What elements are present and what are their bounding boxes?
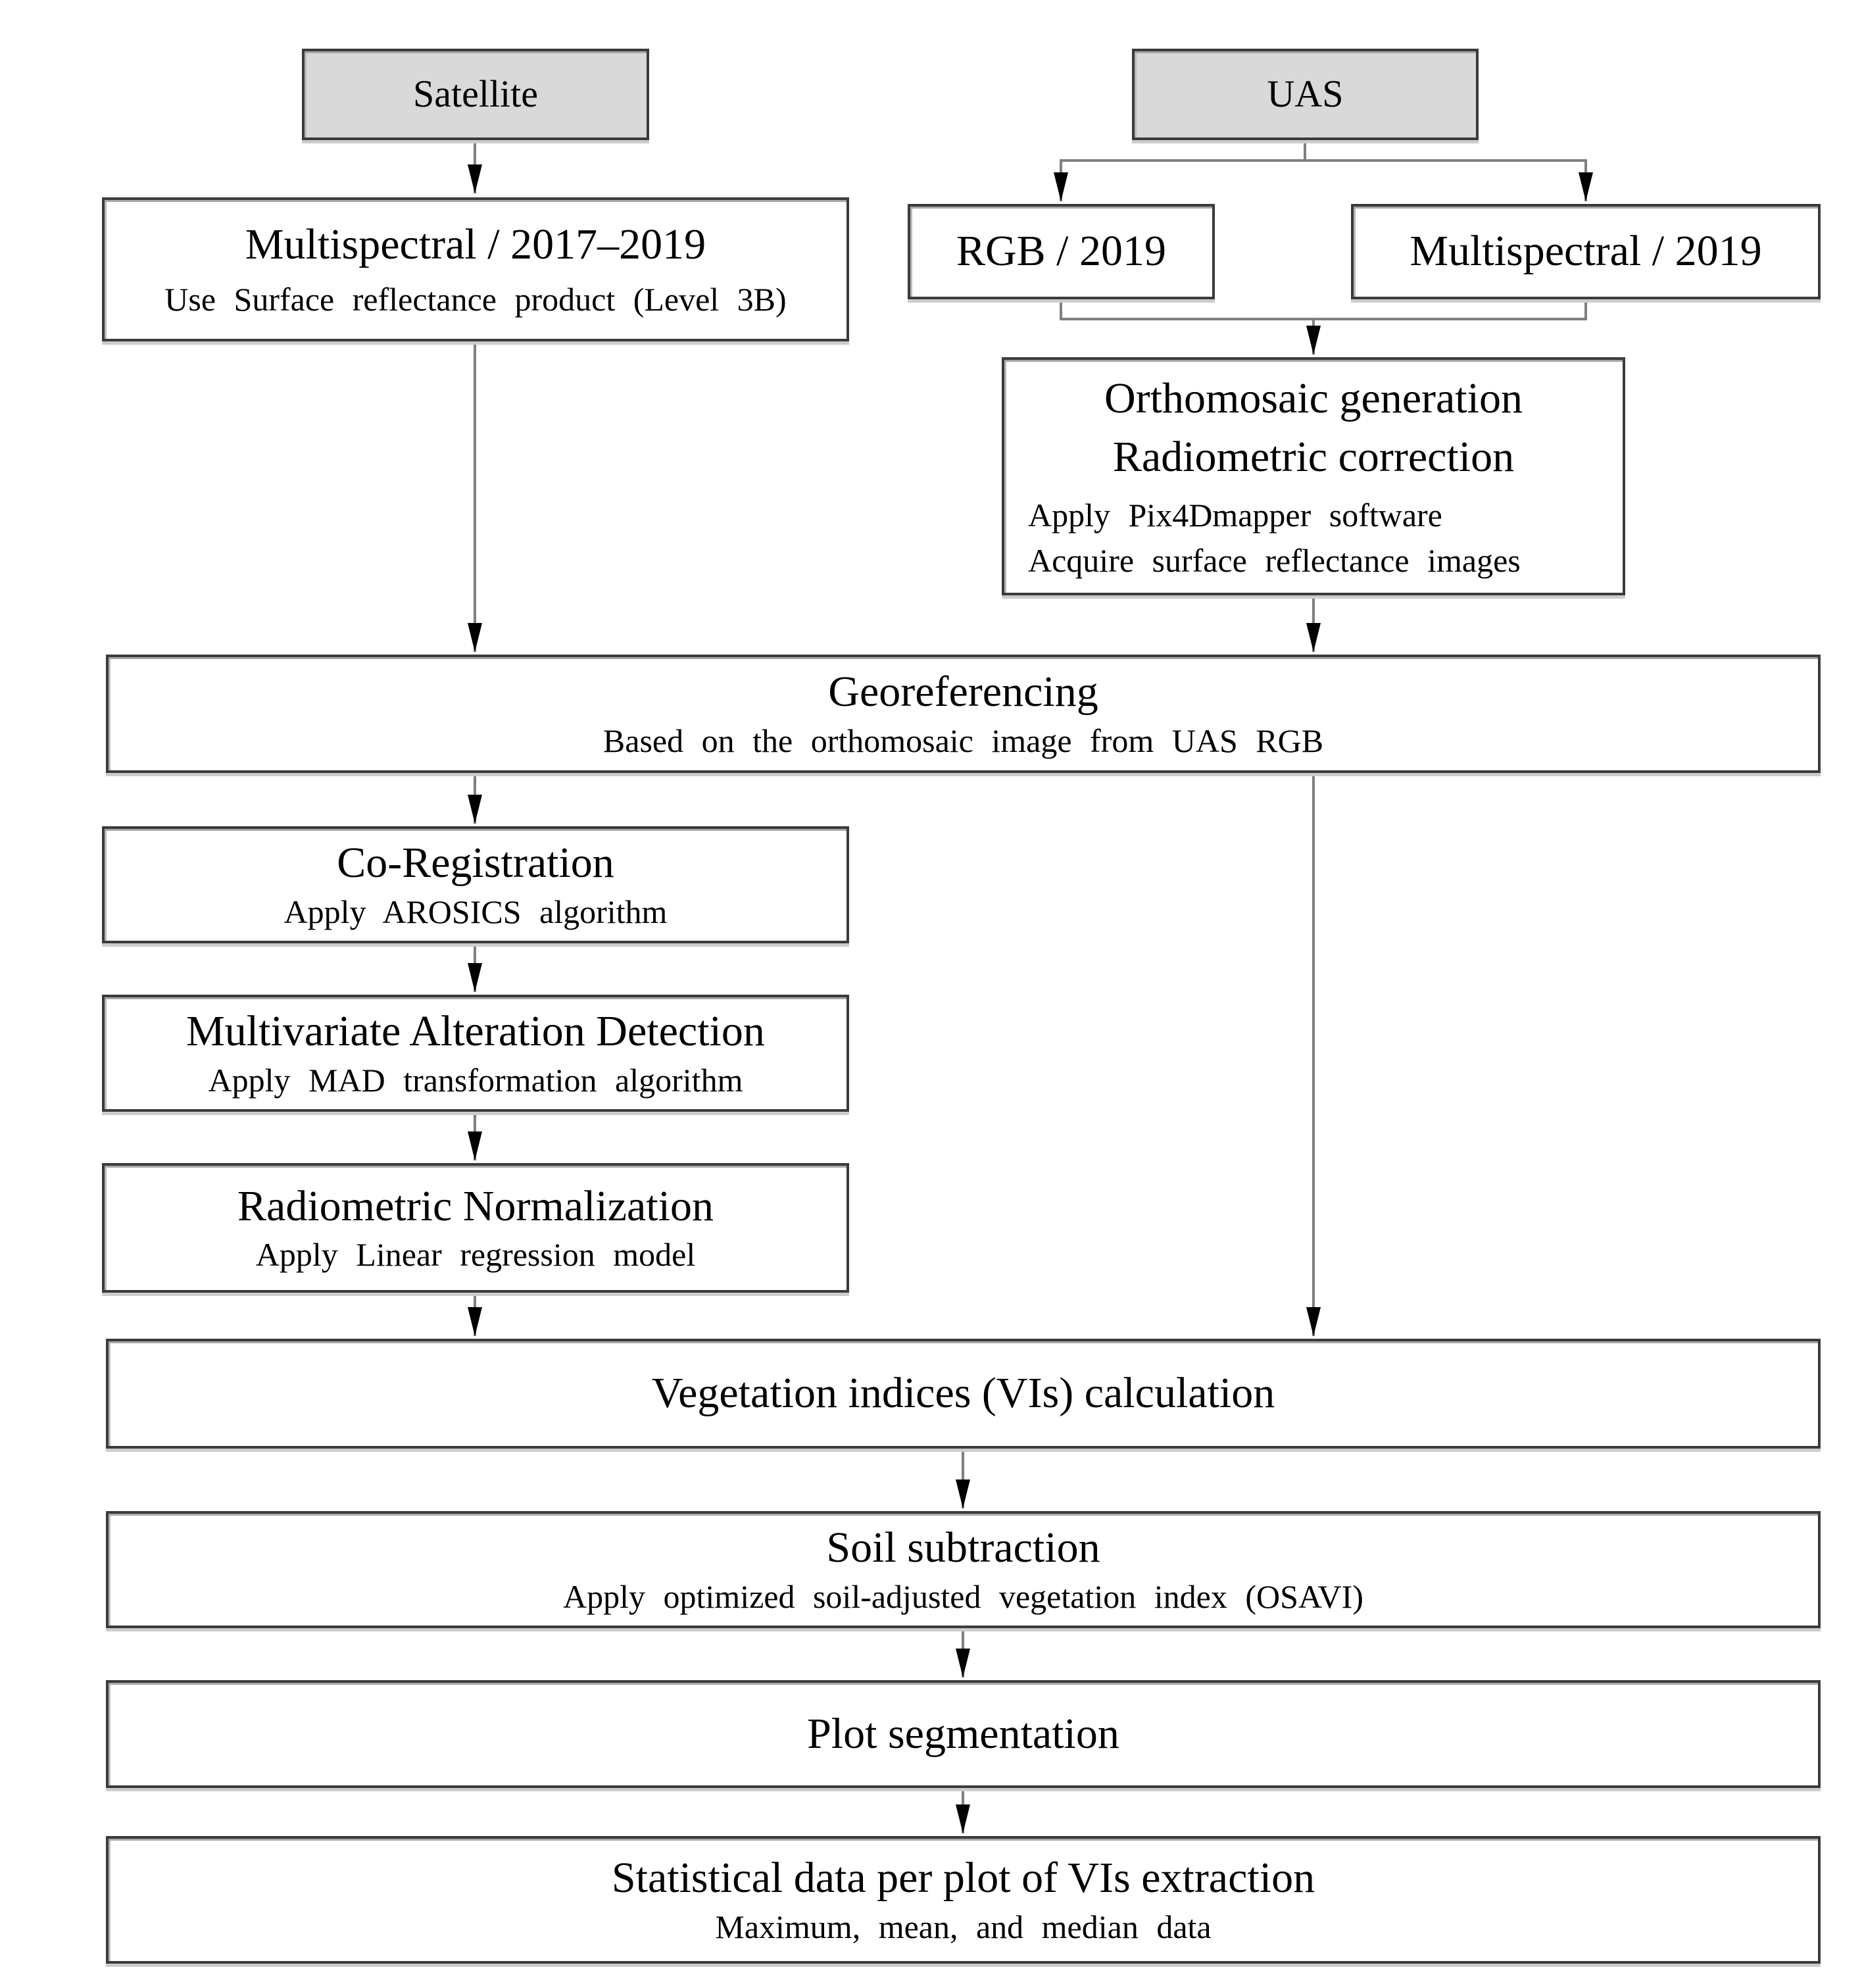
node-uas: UAS	[1132, 49, 1479, 140]
node-satellite-title: Satellite	[412, 72, 539, 116]
node-uas-multispectral: Multispectral / 2019	[1351, 204, 1821, 299]
node-co-registration: Co-Registration Apply AROSICS algorithm	[102, 826, 849, 943]
node-statistics-title: Statistical data per plot of VIs extract…	[611, 1854, 1315, 1902]
node-soil-subtraction-title: Soil subtraction	[826, 1524, 1100, 1572]
node-radiometric-normalization: Radiometric Normalization Apply Linear r…	[102, 1163, 849, 1293]
node-radiometric-normalization-subtitle: Apply Linear regression model	[255, 1236, 696, 1274]
node-uas-title: UAS	[1267, 72, 1344, 116]
node-orthomosaic-title-line1: Orthomosaic generation	[1104, 374, 1523, 422]
node-vegetation-indices-title: Vegetation indices (VIs) calculation	[651, 1369, 1275, 1418]
node-multivariate-alteration-detection-subtitle: Apply MAD transformation algorithm	[208, 1061, 743, 1099]
node-vegetation-indices: Vegetation indices (VIs) calculation	[106, 1339, 1821, 1449]
node-orthomosaic-title-line2: Radiometric correction	[1112, 433, 1515, 481]
node-orthomosaic-sub-line2: Acquire surface reflectance images	[1028, 542, 1521, 580]
node-satellite-multispectral-title: Multispectral / 2017–2019	[245, 220, 706, 268]
node-co-registration-title: Co-Registration	[337, 839, 614, 887]
node-statistics: Statistical data per plot of VIs extract…	[106, 1836, 1821, 1964]
node-plot-segmentation-title: Plot segmentation	[807, 1709, 1119, 1758]
node-orthomosaic-sub-line1: Apply Pix4Dmapper software	[1028, 497, 1442, 534]
node-georeferencing-title: Georeferencing	[828, 668, 1098, 716]
node-satellite: Satellite	[302, 49, 649, 140]
node-plot-segmentation: Plot segmentation	[106, 1680, 1821, 1788]
node-georeferencing-subtitle: Based on the orthomosaic image from UAS …	[602, 722, 1324, 759]
node-satellite-multispectral: Multispectral / 2017–2019 Use Surface re…	[102, 197, 849, 341]
node-georeferencing: Georeferencing Based on the orthomosaic …	[106, 655, 1821, 773]
node-uas-rgb: RGB / 2019	[908, 204, 1215, 299]
node-radiometric-normalization-title: Radiometric Normalization	[237, 1181, 714, 1230]
node-uas-rgb-title: RGB / 2019	[956, 227, 1167, 276]
node-multivariate-alteration-detection-title: Multivariate Alteration Detection	[186, 1007, 765, 1056]
node-satellite-multispectral-subtitle: Use Surface reflectance product (Level 3…	[164, 281, 787, 318]
node-co-registration-subtitle: Apply AROSICS algorithm	[283, 893, 668, 930]
node-orthomosaic: Orthomosaic generation Radiometric corre…	[1002, 357, 1625, 595]
node-soil-subtraction-subtitle: Apply optimized soil-adjusted vegetation…	[563, 1578, 1363, 1615]
node-uas-multispectral-title: Multispectral / 2019	[1410, 227, 1762, 276]
node-statistics-subtitle: Maximum, mean, and median data	[715, 1908, 1212, 1945]
node-multivariate-alteration-detection: Multivariate Alteration Detection Apply …	[102, 995, 849, 1112]
node-soil-subtraction: Soil subtraction Apply optimized soil-ad…	[106, 1511, 1821, 1628]
